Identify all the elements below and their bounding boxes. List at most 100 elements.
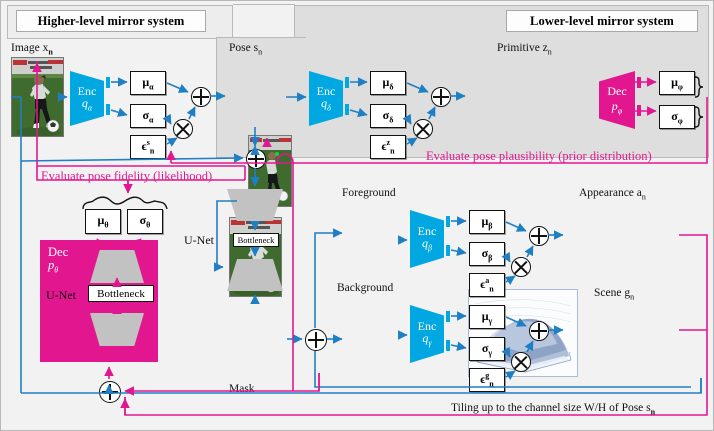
caption-primitive: Primitive zn [497,42,552,56]
param-eps-g-sub: n [489,379,494,389]
param-eps-z: ϵzn [370,135,406,159]
param-mu-delta-sub: δ [389,82,394,92]
caption-image-sub: n [48,47,53,57]
operator-plus-beta [529,226,549,246]
operator-plus-pose-merge [246,149,266,169]
operator-plus-alpha [191,87,211,107]
param-sigma-delta: σδ [370,104,406,128]
param-mu-alpha-sym: μ [142,74,150,89]
param-eps-g: ϵgn [469,368,505,392]
decoder-p-phi-tap-top [637,77,641,88]
panel-gap-notch [233,4,295,37]
param-sigma-phi-sub: φ [677,116,683,126]
param-mu-phi-sub: φ [677,82,683,92]
encoder-q-gamma-tap-bottom [446,340,450,351]
operator-times-gamma [511,352,531,372]
encoder-q-delta-sub: δ [327,103,331,113]
caption-image: Image xn [11,42,53,56]
param-sigma-beta-sub: β [488,253,493,263]
decoder-p-phi-sub: φ [617,106,623,116]
caption-appearance-sub: n [641,192,646,202]
param-mu-gamma: μγ [469,305,505,329]
encoder-q-gamma-sub: γ [428,338,432,348]
operator-times-alpha [173,119,193,139]
decoder-p-theta-line2: p [48,258,55,273]
decoder-p-theta-label: Dec pθ [48,245,69,275]
param-sigma-alpha-sub: α [149,115,154,125]
caption-primitive-sub: n [547,47,552,57]
annotation-likelihood: Evaluate pose fidelity (likelihood) [41,169,213,183]
unet-left-label: U-Net [46,288,76,302]
caption-scene-sub: n [630,292,635,302]
param-eps-s-sub: n [149,146,155,156]
encoder-q-alpha-tap-top [106,77,110,88]
encoder-q-beta-tap-top [446,216,450,227]
param-mu-phi-sym: μ [671,74,678,89]
decoder-p-theta-sub: θ [54,265,59,275]
param-mu-alpha-sub: α [149,82,154,92]
operator-plus-delta [431,87,451,107]
caption-scene-text: Scene g [594,287,631,299]
caption-pose-text: Pose s [229,42,259,54]
param-mu-beta: μβ [469,210,505,234]
unet-mid-label: U-Net [184,233,214,247]
param-sigma-alpha: σα [130,104,166,128]
param-mu-delta: μδ [370,71,406,95]
caption-mask: Mask [229,383,255,395]
encoder-q-delta-line1: Enc [316,83,336,98]
encoder-q-alpha: Enc qα [70,71,104,126]
encoder-q-alpha-line2: q [81,95,88,110]
encoder-q-delta-tap-top [345,77,349,88]
decoder-p-phi-tap-bottom [637,105,641,116]
param-mu-gamma-sym: μ [481,308,489,323]
param-mu-alpha: μα [130,71,166,95]
annotation-tiling-sub: n [650,407,656,417]
param-mu-gamma-sub: γ [488,316,493,326]
caption-appearance-text: Appearance a [579,187,642,199]
param-mu-phi: μφ [659,71,695,95]
encoder-q-gamma: Enc qγ [410,305,444,363]
decoder-p-theta-line1: Dec [48,245,69,259]
operator-plus-mask-merge [305,329,327,351]
encoder-q-alpha-sub: α [87,103,93,113]
caption-pose-sub: n [258,47,263,57]
annotation-tiling-text: Tiling up to the channel size W/H of Pos… [451,402,651,414]
operator-plus-decoder-input [99,381,121,403]
encoder-q-beta-tap-bottom [446,245,450,256]
param-mu-delta-sym: μ [382,74,390,89]
decoder-p-theta-tap-sigma [120,244,142,248]
caption-primitive-text: Primitive z [497,42,548,54]
brace-theta [81,195,169,211]
decoder-p-theta-tap-mu [92,244,114,248]
param-sigma-gamma-sub: γ [488,348,493,358]
caption-foreground: Foreground [342,187,396,199]
annotation-prior: Evaluate pose plausibility (prior distri… [426,149,652,163]
encoder-q-alpha-line1: Enc [77,83,97,98]
encoder-q-beta-sub: β [428,243,432,253]
param-sigma-theta: σθ [127,209,163,234]
param-eps-s: ϵsn [130,135,166,159]
param-sigma-gamma: σγ [469,337,505,361]
param-sigma-beta: σβ [469,242,505,266]
operator-plus-gamma [529,321,549,341]
param-mu-beta-sym: μ [481,213,489,228]
operator-times-beta [511,257,531,277]
caption-scene: Scene gn [594,287,634,301]
caption-background: Background [337,282,394,294]
param-sigma-theta-sym: σ [139,213,147,228]
param-sigma-alpha-sym: σ [142,107,150,122]
param-mu-theta-sym: μ [97,213,105,228]
param-eps-s-sup: s [146,138,150,148]
decoder-p-phi-line1: Dec [607,84,627,99]
param-mu-theta-sub: θ [104,220,109,230]
caption-image-text: Image x [11,42,49,54]
unet-mid-bottleneck: Bottleneck [233,233,279,247]
brace-phi [691,63,713,141]
param-sigma-theta-sub: θ [146,220,151,230]
encoder-q-alpha-tap-bottom [106,104,110,115]
param-sigma-phi: σφ [659,105,695,129]
image-input-xn [11,57,64,137]
panel-title-higher: Higher-level mirror system [16,10,206,32]
param-eps-z-sub: n [390,146,395,156]
